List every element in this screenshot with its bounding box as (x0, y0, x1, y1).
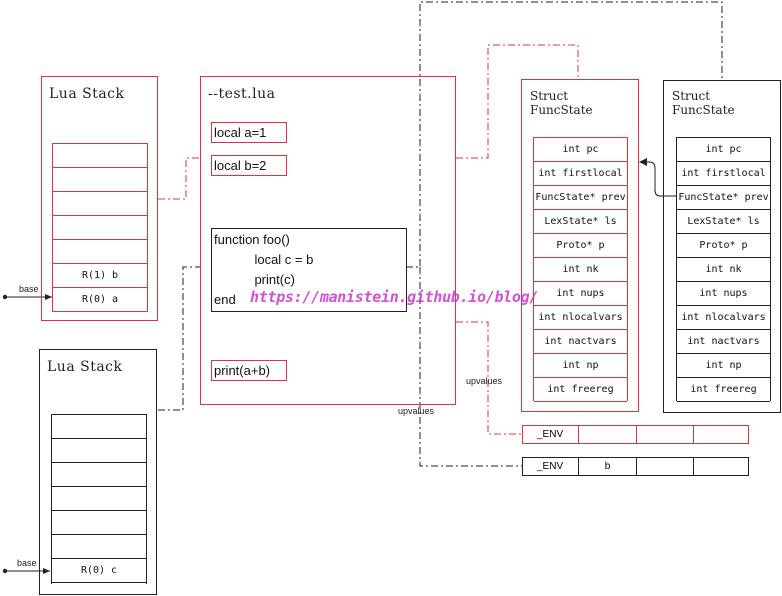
funcstate-left-field-4: Proto* p (534, 234, 627, 258)
lua-stack-1-slot-2 (53, 192, 147, 216)
funcstate-left-title-1: Struct (530, 89, 569, 103)
funcstate-right-field-10: int freereg (677, 378, 770, 402)
link-code-upvalues-top (456, 321, 522, 435)
lua-stack-2-slot-1 (52, 439, 146, 463)
funcstate-right-field-8: int nactvars (677, 330, 770, 354)
base-arrow-head-1 (45, 294, 52, 300)
link-code-funcstate-left (456, 44, 579, 159)
lua-stack-2-slots: R(0) c (51, 414, 147, 584)
lua-stack-2-slot-6: R(0) c (52, 559, 146, 583)
prev-pointer-arrow (641, 161, 676, 197)
code-function-foo: function foo() local c = b print(c) end (211, 228, 407, 312)
code-local-a: local a=1 (211, 122, 287, 143)
lua-stack-2-slot-4 (52, 511, 146, 535)
funcstate-right-title-1: Struct (672, 89, 711, 103)
upvalues-array-top: _ENV (522, 425, 749, 444)
code-func-line-2: local c = b (240, 252, 314, 267)
funcstate-left-field-1: int firstlocal (534, 162, 627, 186)
link-foo-funcstate-right (406, 1, 723, 268)
funcstate-left-field-10: int freereg (534, 378, 627, 402)
upvalue-cell-bottom-1: b (579, 458, 637, 475)
base-arrow-dot-2 (2, 568, 8, 574)
code-func-line-3: print(c) (240, 272, 295, 287)
upvalues-label-top: upvalues (466, 376, 503, 386)
funcstate-right-field-9: int np (677, 354, 770, 378)
funcstate-right-field-3: LexState* ls (677, 210, 770, 234)
base-label-2: base (17, 558, 37, 568)
upvalue-cell-top-0: _ENV (523, 426, 579, 443)
lua-stack-1-slot-3 (53, 216, 147, 240)
lua-stack-1-title: Lua Stack (49, 86, 125, 102)
funcstate-right-title-2: FuncState (672, 103, 735, 117)
funcstate-right-field-0: int pc (677, 138, 770, 162)
funcstate-left-field-7: int nlocalvars (534, 306, 627, 330)
upvalue-cell-bottom-2 (637, 458, 694, 475)
lua-stack-2-slot-3 (52, 487, 146, 511)
funcstate-right-field-6: int nups (677, 282, 770, 306)
funcstate-left-field-0: int pc (534, 138, 627, 162)
prev-pointer-arrow-head (639, 158, 647, 166)
lua-stack-1-slot-1 (53, 168, 147, 192)
funcstate-right-field-5: int nk (677, 258, 770, 282)
funcstate-right-field-1: int firstlocal (677, 162, 770, 186)
base-arrow-head-2 (43, 568, 50, 574)
upvalue-cell-top-1 (579, 426, 637, 443)
upvalue-cell-bottom-3 (694, 458, 748, 475)
code-filename: --test.lua (208, 86, 276, 102)
lua-stack-2: Lua Stack R(0) c (39, 349, 157, 595)
funcstate-left-field-8: int nactvars (534, 330, 627, 354)
base-arrow-dot-1 (2, 294, 8, 300)
lua-stack-1-slot-5: R(1) b (53, 264, 147, 288)
lua-stack-2-title: Lua Stack (47, 359, 123, 375)
upvalue-cell-bottom-0: _ENV (523, 458, 579, 475)
funcstate-left-field-5: int nk (534, 258, 627, 282)
code-local-b: local b=2 (211, 155, 287, 176)
lua-stack-2-slot-2 (52, 463, 146, 487)
code-func-line-4: end (214, 292, 236, 307)
base-label-1: base (19, 284, 39, 294)
upvalues-label-bottom: upvalues (398, 406, 435, 416)
funcstate-right-field-7: int nlocalvars (677, 306, 770, 330)
lua-stack-2-slot-5 (52, 535, 146, 559)
code-print: print(a+b) (211, 360, 287, 381)
link-stack1-code (158, 157, 200, 200)
lua-stack-2-slot-0 (52, 415, 146, 439)
funcstate-left-field-3: LexState* ls (534, 210, 627, 234)
lua-stack-1-slot-4 (53, 240, 147, 264)
funcstate-left-title-2: FuncState (530, 103, 593, 117)
code-func-line-1: function foo() (214, 232, 290, 247)
lua-stack-1-slot-6: R(0) a (53, 288, 147, 312)
code-box: --test.lua local a=1 local b=2 function … (200, 76, 456, 405)
funcstate-left-field-9: int np (534, 354, 627, 378)
upvalue-cell-top-3 (694, 426, 748, 443)
link-stack2-code (158, 266, 200, 411)
funcstate-right-field-2: FuncState* prev (677, 186, 770, 210)
link-foo-upvalues-bottom (419, 267, 522, 467)
upvalue-cell-top-2 (637, 426, 694, 443)
upvalues-array-bottom: _ENV b (522, 457, 749, 476)
watermark: https://manistein.github.io/blog/ (250, 288, 539, 306)
funcstate-left-field-2: FuncState* prev (534, 186, 627, 210)
lua-stack-1-slot-0 (53, 144, 147, 168)
funcstate-left-field-6: int nups (534, 282, 627, 306)
funcstate-right-field-4: Proto* p (677, 234, 770, 258)
